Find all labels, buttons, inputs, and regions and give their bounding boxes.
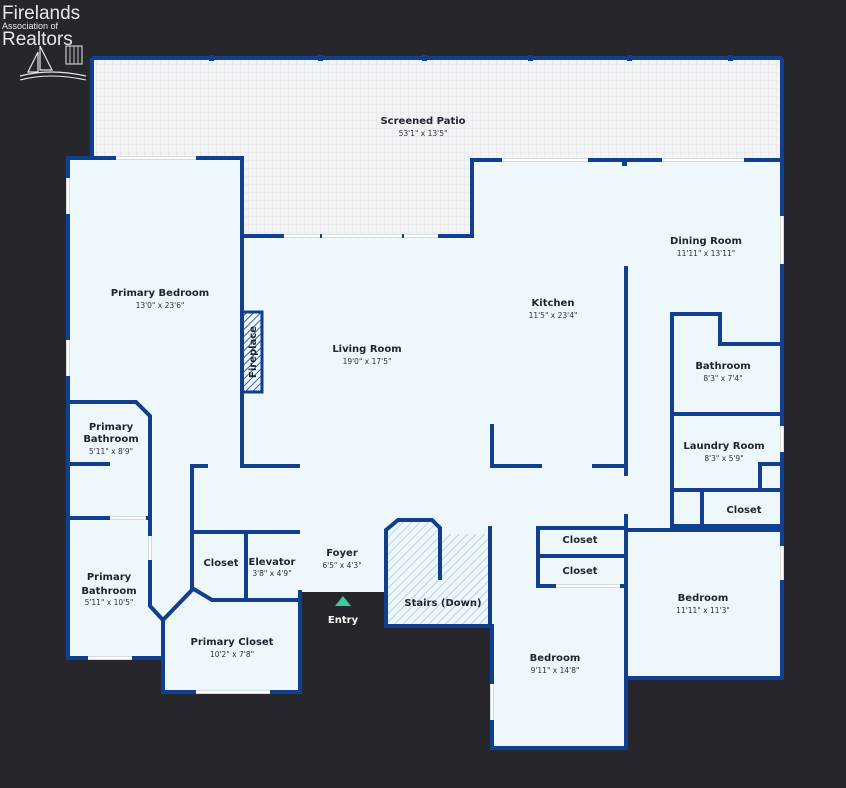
svg-text:Foyer: Foyer (326, 548, 358, 559)
walls (66, 156, 784, 750)
room-laundry-room: Laundry Room 8'3" x 5'9" (683, 441, 764, 463)
svg-text:10'2" x 7'8": 10'2" x 7'8" (210, 650, 254, 659)
svg-text:Fireplace: Fireplace (248, 326, 259, 378)
svg-text:Laundry Room: Laundry Room (683, 441, 764, 452)
brand-logo: Firelands Association of Realtors (0, 0, 100, 84)
room-closet-center-top: Closet (562, 535, 597, 546)
svg-text:Primary Closet: Primary Closet (191, 637, 274, 648)
room-living-room: Living Room 19'0" x 17'5" (332, 344, 401, 366)
svg-text:Primary: Primary (89, 422, 134, 433)
svg-text:53'1" x 13'5": 53'1" x 13'5" (399, 129, 448, 138)
room-primary-bathroom-lower: Primary Bathroom 5'11" x 10'5" (81, 572, 136, 607)
room-primary-bedroom: Primary Bedroom 13'0" x 23'6" (111, 288, 209, 310)
svg-text:Primary: Primary (87, 572, 132, 583)
room-foyer: Foyer 6'5" x 4'3" (322, 548, 361, 570)
svg-text:Closet: Closet (562, 535, 597, 546)
room-kitchen: Kitchen 11'5" x 23'4" (529, 298, 578, 320)
room-elevator: Elevator 3'8" x 4'9" (249, 557, 296, 578)
svg-text:Closet: Closet (562, 566, 597, 577)
svg-text:Bathroom: Bathroom (83, 434, 138, 445)
svg-text:8'3" x 5'9": 8'3" x 5'9" (704, 454, 743, 463)
svg-text:8'3" x 7'4": 8'3" x 7'4" (703, 374, 742, 383)
svg-text:6'5" x 4'3": 6'5" x 4'3" (322, 561, 361, 570)
svg-text:Closet: Closet (203, 558, 238, 569)
windows (66, 156, 784, 720)
svg-text:Bedroom: Bedroom (678, 593, 729, 604)
svg-text:Closet: Closet (726, 505, 761, 516)
entry-label: Entry (328, 615, 359, 626)
entry-arrow-icon (335, 596, 351, 606)
room-closet-right: Closet (726, 505, 761, 516)
svg-text:11'11" x 11'3": 11'11" x 11'3" (676, 606, 730, 615)
room-dining-room: Dining Room 11'11" x 13'11" (670, 236, 742, 258)
svg-text:Bathroom: Bathroom (695, 361, 750, 372)
logo-line-3: Realtors (2, 29, 73, 50)
svg-text:5'11" x 8'9": 5'11" x 8'9" (89, 447, 133, 456)
logo-line-2: Association of (2, 21, 59, 31)
logo-line-1: Firelands (2, 3, 81, 24)
svg-text:3'8" x 4'9": 3'8" x 4'9" (252, 569, 291, 578)
room-closet-center-bottom: Closet (562, 566, 597, 577)
room-stairs: Stairs (Down) (404, 598, 481, 609)
svg-text:9'11" x 14'8": 9'11" x 14'8" (531, 666, 580, 675)
patio-posts (209, 55, 733, 166)
room-bathroom: Bathroom 8'3" x 7'4" (695, 361, 750, 383)
svg-text:11'5" x 23'4": 11'5" x 23'4" (529, 311, 578, 320)
room-bedroom-right: Bedroom 11'11" x 11'3" (676, 593, 730, 615)
svg-text:11'11" x 13'11": 11'11" x 13'11" (677, 249, 735, 258)
svg-text:Primary Bedroom: Primary Bedroom (111, 288, 209, 299)
svg-text:Living Room: Living Room (332, 344, 401, 355)
svg-text:Bedroom: Bedroom (530, 653, 581, 664)
room-bedroom-bottom: Bedroom 9'11" x 14'8" (530, 653, 581, 675)
svg-text:19'0" x 17'5": 19'0" x 17'5" (343, 357, 392, 366)
svg-text:Bathroom: Bathroom (81, 586, 136, 597)
room-fireplace-label: Fireplace (248, 326, 259, 378)
svg-text:Entry: Entry (328, 615, 359, 626)
svg-text:Elevator: Elevator (249, 557, 296, 568)
svg-text:Screened Patio: Screened Patio (380, 116, 465, 127)
screened-patio (90, 56, 784, 236)
room-primary-bathroom-upper: Primary Bathroom 5'11" x 8'9" (83, 422, 138, 456)
room-closet-left: Closet (203, 558, 238, 569)
room-screened-patio: Screened Patio 53'1" x 13'5" (380, 116, 465, 138)
room-primary-closet: Primary Closet 10'2" x 7'8" (191, 637, 274, 659)
svg-text:13'0" x 23'6": 13'0" x 23'6" (136, 301, 185, 310)
svg-text:Stairs (Down): Stairs (Down) (404, 598, 481, 609)
sailboat-logo-icon (19, 45, 87, 81)
svg-text:Kitchen: Kitchen (532, 298, 575, 309)
svg-text:5'11" x 10'5": 5'11" x 10'5" (85, 598, 134, 607)
svg-text:Dining Room: Dining Room (670, 236, 742, 247)
